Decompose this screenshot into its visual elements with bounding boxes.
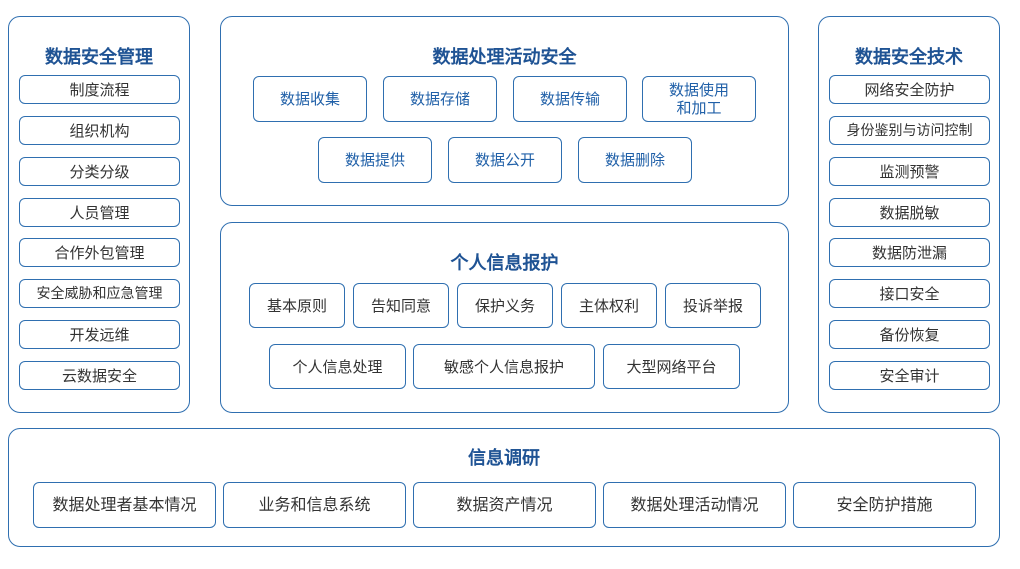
right-item-5: 数据防泄漏: [829, 238, 990, 267]
data-security-tech-panel: 数据安全技术 网络安全防护 身份鉴别与访问控制 监测预警 数据脱敏 数据防泄漏 …: [818, 16, 1000, 413]
personal-info-protection-title: 个人信息报护: [450, 253, 559, 274]
left-item-6: 安全威胁和应急管理: [19, 279, 180, 308]
pip-protection-duty: 保护义务: [457, 283, 553, 328]
right-item-3: 监测预警: [829, 157, 990, 186]
survey-business-systems: 业务和信息系统: [223, 482, 406, 528]
activity-delete: 数据删除: [578, 137, 692, 183]
info-survey-panel: 信息调研 数据处理者基本情况 业务和信息系统 数据资产情况 数据处理活动情况 安…: [8, 428, 1000, 547]
left-item-7: 开发远维: [19, 320, 180, 349]
activity-provide: 数据提供: [318, 137, 432, 183]
pip-basic-principles: 基本原则: [249, 283, 345, 328]
survey-protection-measures: 安全防护措施: [793, 482, 976, 528]
pip-complaint: 投诉举报: [665, 283, 761, 328]
left-item-8: 云数据安全: [19, 361, 180, 390]
activity-store: 数据存储: [383, 76, 497, 122]
right-item-7: 备份恢复: [829, 320, 990, 349]
personal-info-protection-panel: 个人信息报护 基本原则 告知同意 保护义务 主体权利 投诉举报 个人信息处理 敏…: [220, 222, 789, 413]
pip-sensitive: 敏感个人信息报护: [413, 344, 595, 389]
activity-collect: 数据收集: [253, 76, 367, 122]
data-security-management-panel: 数据安全管理 制度流程 组织机构 分类分级 人员管理 合作外包管理 安全威胁和应…: [8, 16, 190, 413]
pip-large-platform: 大型网络平台: [603, 344, 740, 389]
activity-publish: 数据公开: [448, 137, 562, 183]
survey-processor-info: 数据处理者基本情况: [33, 482, 216, 528]
right-item-1: 网络安全防护: [829, 75, 990, 104]
left-item-2: 组织机构: [19, 116, 180, 145]
right-item-2: 身份鉴别与访问控制: [829, 116, 990, 145]
data-processing-activity-panel: 数据处理活动安全 数据收集 数据存储 数据传输 数据使用 和加工 数据提供 数据…: [220, 16, 789, 206]
survey-data-assets: 数据资产情况: [413, 482, 596, 528]
right-item-8: 安全审计: [829, 361, 990, 390]
data-security-tech-title: 数据安全技术: [855, 47, 963, 68]
pip-processing: 个人信息处理: [269, 344, 406, 389]
activity-use-process: 数据使用 和加工: [642, 76, 756, 122]
survey-processing-activities: 数据处理活动情况: [603, 482, 786, 528]
left-item-3: 分类分级: [19, 157, 180, 186]
info-survey-title: 信息调研: [468, 448, 540, 469]
pip-notice-consent: 告知同意: [353, 283, 449, 328]
left-item-5: 合作外包管理: [19, 238, 180, 267]
right-item-4: 数据脱敏: [829, 198, 990, 227]
pip-subject-rights: 主体权利: [561, 283, 657, 328]
left-item-4: 人员管理: [19, 198, 180, 227]
activity-transfer: 数据传输: [513, 76, 627, 122]
right-item-6: 接口安全: [829, 279, 990, 308]
data-processing-activity-title: 数据处理活动安全: [432, 47, 577, 68]
data-security-management-title: 数据安全管理: [45, 47, 153, 68]
left-item-1: 制度流程: [19, 75, 180, 104]
